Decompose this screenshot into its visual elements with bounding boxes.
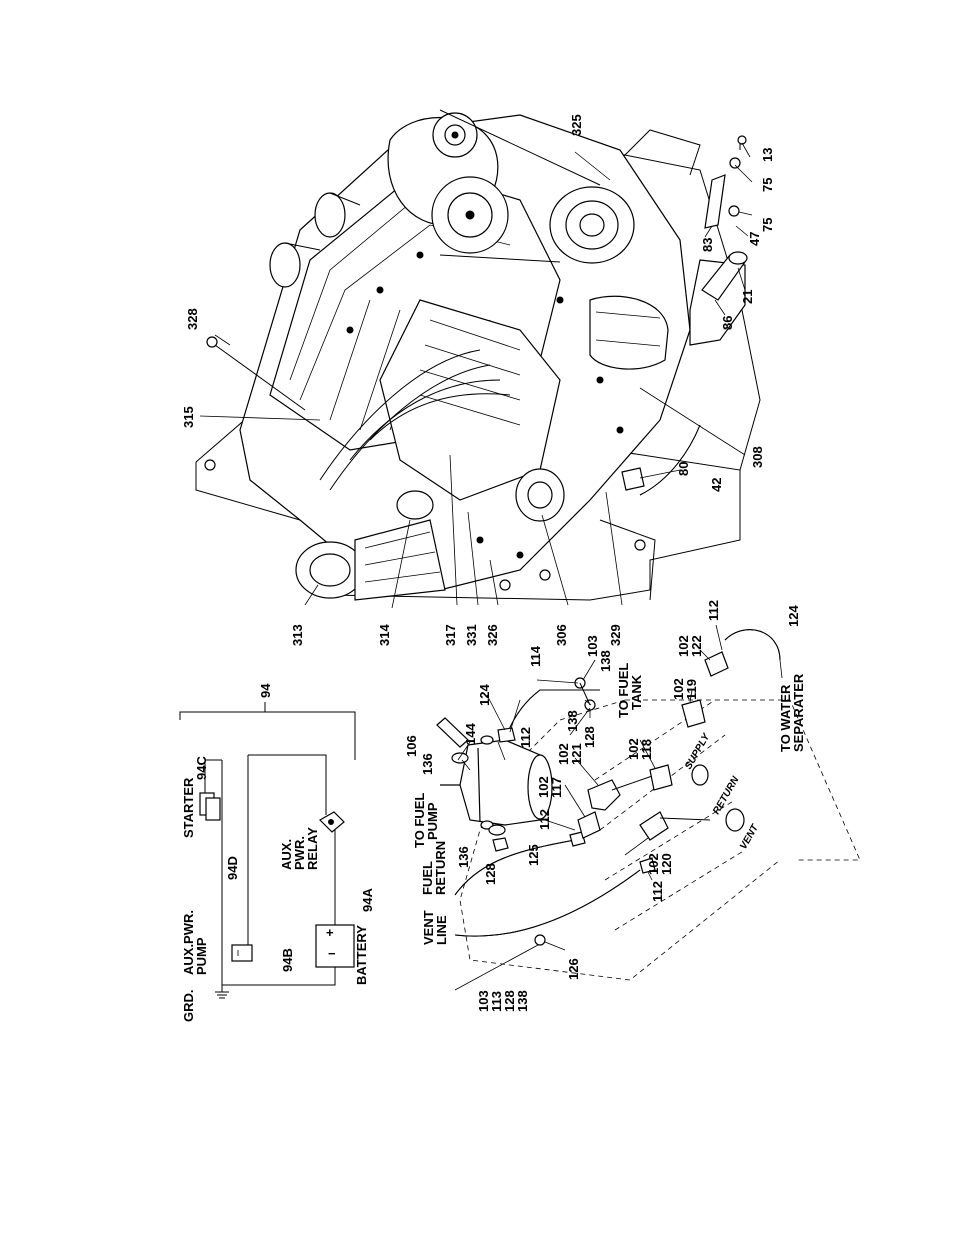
callout-80: 80	[676, 462, 691, 476]
group-94: 94	[258, 683, 273, 698]
callout-313: 313	[290, 624, 305, 646]
callout-128: 128	[582, 726, 597, 748]
callout-102-119: 102 119	[670, 674, 699, 700]
callout-128: 128	[483, 863, 498, 885]
callout-144: 144	[463, 723, 478, 745]
callout-315: 315	[181, 406, 196, 428]
vent-line-label: VENT LINE	[420, 906, 449, 945]
fuel-leaders	[454, 624, 783, 991]
callout-314: 314	[377, 624, 392, 646]
callout-13: 13	[760, 148, 775, 162]
engine-callouts: 325 13 75 75 47 83 21 86 328 315 308 80 …	[181, 114, 775, 646]
fuel-callouts: 114 103 138 TO FUEL TANK 124 138 128 112…	[404, 600, 806, 1012]
to-fuel-tank-label: TO FUEL TANK	[615, 658, 644, 718]
fuel-return-label: FUEL RETURN	[419, 841, 448, 895]
aux-pump-symbol	[231, 944, 253, 962]
callout-vent-stack: 103 113 128 138	[475, 986, 530, 1012]
ref-94D: 94D	[225, 856, 240, 880]
callout-42: 42	[709, 478, 724, 492]
callout-317: 317	[443, 624, 458, 646]
callout-138: 138	[565, 710, 580, 732]
callout-75: 75	[760, 218, 775, 232]
ground-icon	[215, 985, 229, 999]
callout-326: 326	[485, 624, 500, 646]
callout-86: 86	[720, 316, 735, 330]
ref-94C: 94C	[194, 756, 209, 780]
ground-label: GRD.	[181, 990, 196, 1023]
callout-112: 112	[537, 809, 552, 830]
engine-illustration	[195, 109, 761, 601]
callout-112: 112	[706, 600, 721, 621]
callout-102-117: 102 117	[535, 772, 564, 798]
callout-329: 329	[608, 624, 623, 646]
callout-306: 306	[554, 624, 569, 646]
callout-328: 328	[185, 308, 200, 330]
callout-325: 325	[569, 114, 584, 136]
callout-125: 125	[526, 844, 541, 866]
callout-124: 124	[477, 684, 492, 706]
callout-102-120: 102 120	[645, 849, 674, 875]
callout-75: 75	[760, 178, 775, 192]
callout-112: 112	[518, 727, 533, 748]
callout-112: 112	[650, 881, 665, 902]
fuel-system	[436, 629, 861, 981]
callout-102-121: 102 121	[555, 739, 584, 765]
to-fuel-pump-label: TO FUEL PUMP	[411, 788, 440, 848]
relay-label: AUX. PWR. RELAY	[278, 827, 320, 870]
svg-text:+: +	[326, 925, 334, 940]
battery-label: BATTERY	[354, 925, 369, 985]
callout-106: 106	[404, 735, 419, 757]
callout-102-118: 102 118	[625, 734, 654, 760]
callout-138: 138	[598, 650, 613, 672]
battery-symbol	[315, 924, 355, 968]
callout-136: 136	[420, 753, 435, 775]
wiring-schematic: + −	[179, 702, 356, 999]
callout-47: 47	[747, 232, 762, 246]
callout-83: 83	[700, 238, 715, 252]
ref-94A: 94A	[360, 888, 375, 912]
fuel-pump	[440, 735, 553, 830]
starter-label: STARTER	[181, 777, 196, 838]
callout-136: 136	[456, 846, 471, 868]
callout-21: 21	[740, 290, 755, 304]
callout-308: 308	[750, 446, 765, 468]
engine-leaders	[199, 142, 753, 609]
aux-pump-label: AUX.PWR. PUMP	[180, 906, 209, 975]
callout-331: 331	[464, 624, 479, 646]
wiring-labels: 94 STARTER 94C AUX.PWR. PUMP 94D AUX. PW…	[180, 683, 375, 1023]
to-water-separator-label: TO WATER SEPARATER	[777, 673, 806, 752]
ref-94B: 94B	[280, 948, 295, 972]
callout-103: 103	[585, 635, 600, 657]
callout-124: 124	[786, 605, 801, 627]
svg-text:−: −	[328, 946, 336, 961]
callout-114: 114	[528, 645, 543, 667]
callout-126: 126	[566, 958, 581, 980]
callout-102-122: 102 122	[675, 631, 704, 657]
